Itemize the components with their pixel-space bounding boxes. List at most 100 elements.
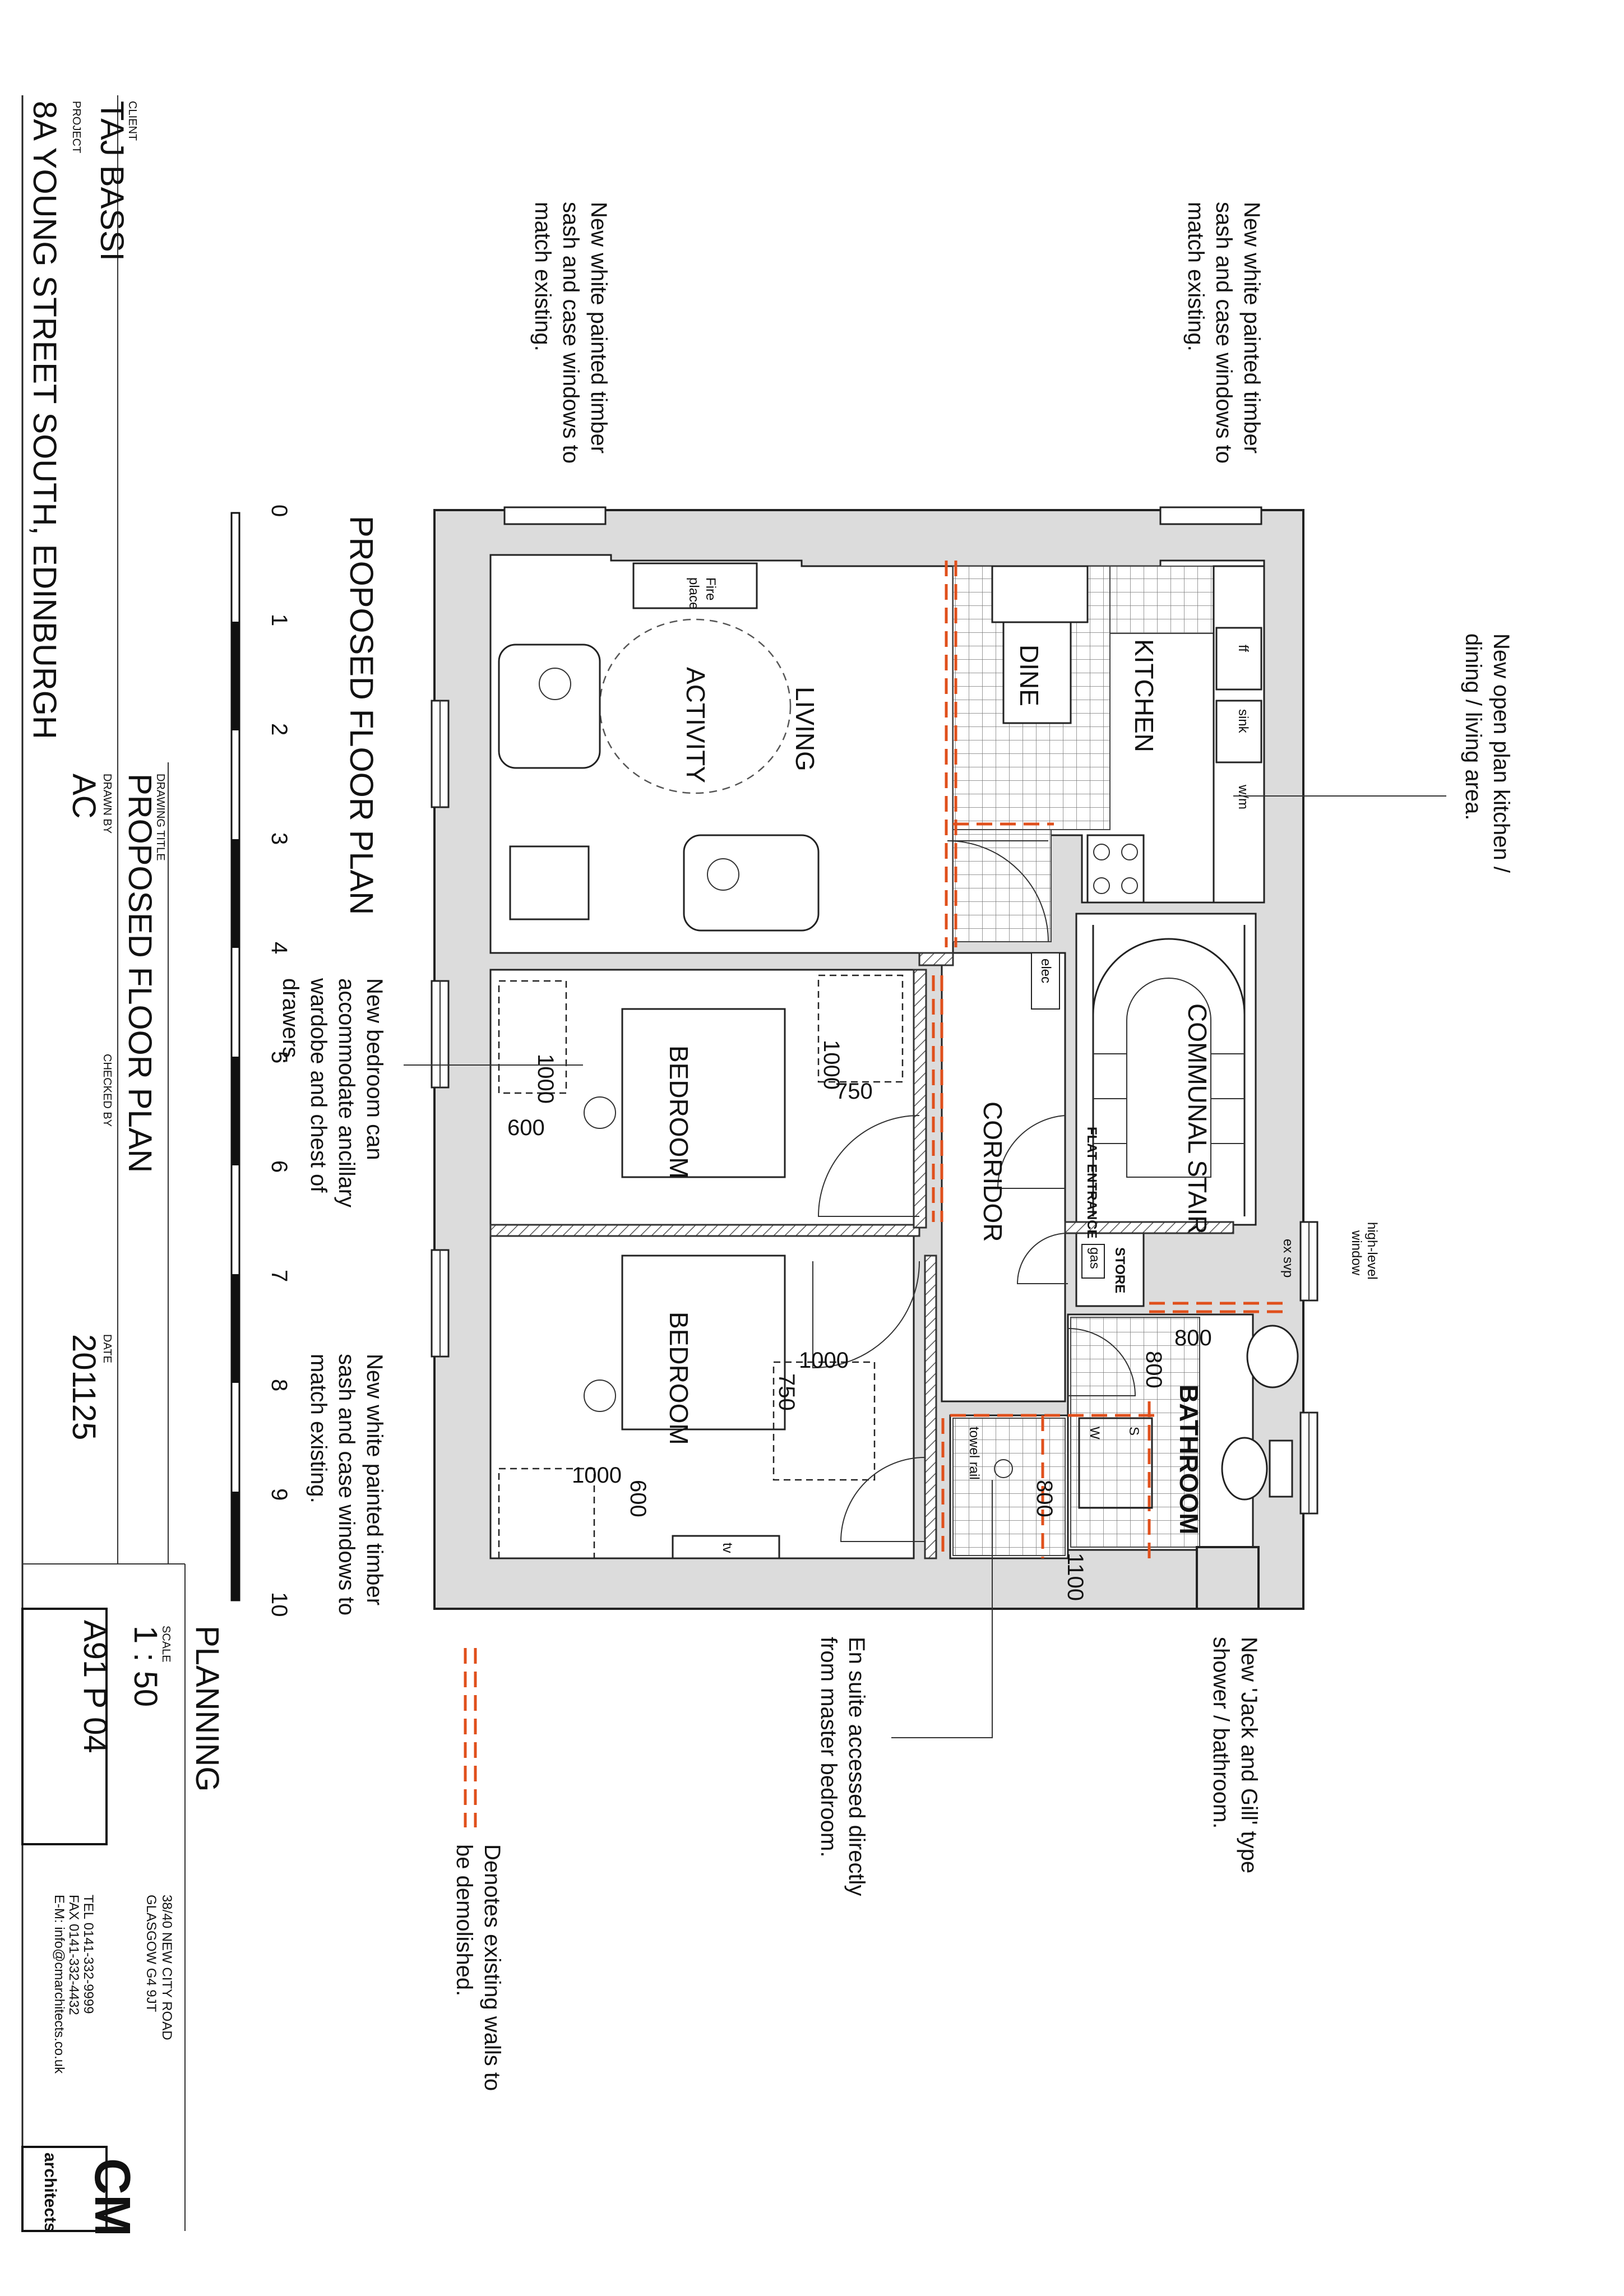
new-wall-corridor-2 — [924, 1255, 937, 1559]
room-label-activity: ACTIVITY — [681, 667, 710, 783]
scale-tick-10: 10 — [267, 1592, 292, 1617]
plan-title: PROPOSED FLOOR PLAN — [343, 516, 380, 915]
basin — [1246, 1325, 1299, 1388]
bedroom-1-door-swing — [817, 1115, 920, 1217]
note-en-suite: En suite accessed directly from master b… — [816, 1480, 993, 1896]
note-windows-top-right: New white painted timber sash and case w… — [1183, 202, 1264, 464]
dining-bench — [991, 565, 1089, 623]
drawers-2 — [772, 1361, 876, 1481]
sink — [1215, 700, 1262, 763]
bed-1 — [621, 1008, 786, 1178]
living-room-floor — [489, 554, 954, 954]
drawn-by-value: AC — [66, 774, 102, 819]
note-line: sash and case windows to — [1211, 202, 1236, 464]
new-wall-living — [918, 952, 954, 966]
cm-logo: CM — [84, 2158, 140, 2237]
address-line-1: 38/40 NEW CITY ROAD — [159, 1895, 174, 2040]
note-line: New bedroom can — [362, 978, 387, 1160]
scale-label: SCALE — [160, 1626, 172, 1663]
bathroom-bay — [1196, 1546, 1260, 1610]
dining-table — [1002, 621, 1072, 724]
note-line: match existing. — [1183, 202, 1208, 351]
note-line: accommodate ancillary — [334, 978, 359, 1207]
store-door — [1016, 1233, 1068, 1284]
hob-ring-1 — [1093, 844, 1110, 860]
status-value: PLANNING — [189, 1626, 225, 1792]
dim-bed2-600: 600 — [626, 1480, 650, 1517]
bathroom-door — [1067, 1328, 1136, 1396]
person-living-2 — [707, 858, 739, 891]
wardrobe-2 — [498, 1468, 595, 1559]
ensuite-tiles — [952, 1418, 1066, 1556]
note-line: sash and case windows to — [558, 202, 583, 464]
scale-value: 1 : 50 — [127, 1626, 164, 1707]
note-line: dining / living area. — [1461, 633, 1486, 821]
room-label-flat-entrance: FLAT ENTRANCE — [1084, 1127, 1099, 1239]
note-jack-and-gill: New 'Jack and Gill' type shower / bathro… — [1209, 1637, 1261, 1873]
note-line: wardobe and chest of — [306, 978, 331, 1193]
leader-en-suite — [891, 1480, 993, 1738]
coffee-table — [509, 845, 590, 920]
scale-bar: 0 1 2 3 4 5 6 7 8 9 10 — [230, 504, 292, 1617]
client-label: CLIENT — [126, 101, 138, 141]
drawing-title-label: DRAWING TITLE — [154, 774, 166, 861]
armchair-2 — [683, 834, 820, 932]
tv-label: tv — [720, 1543, 735, 1553]
dim-bed1-drawers-1000: 1000 — [819, 1040, 844, 1090]
new-wall-bedrooms — [489, 1224, 920, 1237]
hob — [1086, 834, 1145, 904]
fireplace-label-1: Fire — [703, 577, 718, 600]
note-line: match existing. — [306, 1354, 331, 1503]
note-line: New white painted timber — [586, 202, 611, 453]
ensuite-door — [840, 1457, 926, 1542]
window-top-2 — [1159, 506, 1262, 525]
room-label-communal-stair: COMMUNAL STAIR — [1183, 1003, 1212, 1234]
scale-tick-5: 5 — [267, 1051, 292, 1063]
elec-cupboard — [1031, 952, 1060, 1010]
note-line: New open plan kitchen / — [1489, 633, 1514, 873]
washer-label: w/m — [1236, 784, 1251, 809]
scale-tick-7: 7 — [267, 1270, 292, 1282]
room-label-bathroom: BATHROOM — [1174, 1385, 1204, 1534]
legend-demolish: Denotes existing walls to be demolished. — [452, 1648, 505, 2091]
wc-cistern — [1269, 1439, 1293, 1498]
drawing-number-box — [21, 1608, 108, 1845]
dim-bed2-1000: 1000 — [799, 1348, 849, 1373]
note-line: New white painted timber — [362, 1354, 387, 1605]
room-label-bedroom-2: BEDROOM — [664, 1312, 693, 1445]
fax-line: FAX 0141-332-4432 — [66, 1895, 81, 2015]
sink-label: sink — [1236, 709, 1251, 734]
note-windows-top-left: New white painted timber sash and case w… — [530, 202, 611, 464]
drawing-number: A91 P 04 — [77, 1620, 113, 1753]
bedroom-2-door-swing — [812, 1261, 920, 1369]
bathroom-tiles — [1070, 1317, 1200, 1548]
person-bedroom-1 — [584, 1096, 616, 1129]
floor-plan: Fire place ff sink w/m — [431, 506, 1380, 1610]
svp-label: ex svp — [1280, 1239, 1296, 1277]
date-value: 201125 — [66, 1334, 102, 1440]
note-bedroom-storage: New bedroom can accommodate ancillary wa… — [278, 978, 583, 1207]
checked-by-label: CHECKED BY — [101, 1054, 113, 1127]
scale-tick-4: 4 — [267, 942, 292, 954]
room-label-kitchen: KITCHEN — [1130, 639, 1159, 752]
gas-label: gas — [1087, 1247, 1102, 1269]
window-left-2 — [431, 980, 450, 1089]
client-value: TAJ BASSI — [94, 101, 130, 261]
room-label-bedroom-1: BEDROOM — [664, 1045, 693, 1179]
shower-drain — [994, 1459, 1013, 1478]
window-high-level — [1299, 1221, 1318, 1302]
dim-ensuite-800: 800 — [1032, 1480, 1057, 1517]
new-wall-stair — [1064, 1221, 1234, 1234]
high-level-window-label-1: high-level — [1364, 1222, 1380, 1280]
address-line-2: GLASGOW G4 9JT — [144, 1895, 159, 2012]
project-label: PROJECT — [70, 101, 82, 153]
room-label-store: STORE — [1112, 1247, 1127, 1293]
armchair-1 — [498, 644, 601, 769]
drawing-title-value: PROPOSED FLOOR PLAN — [122, 774, 158, 1173]
shower-s-label: S — [1126, 1427, 1141, 1436]
room-label-living: LIVING — [790, 687, 820, 771]
wc — [1221, 1437, 1268, 1501]
scale-tick-8: 8 — [267, 1379, 292, 1391]
dim-ensuite-1100: 1100 — [1063, 1553, 1088, 1601]
